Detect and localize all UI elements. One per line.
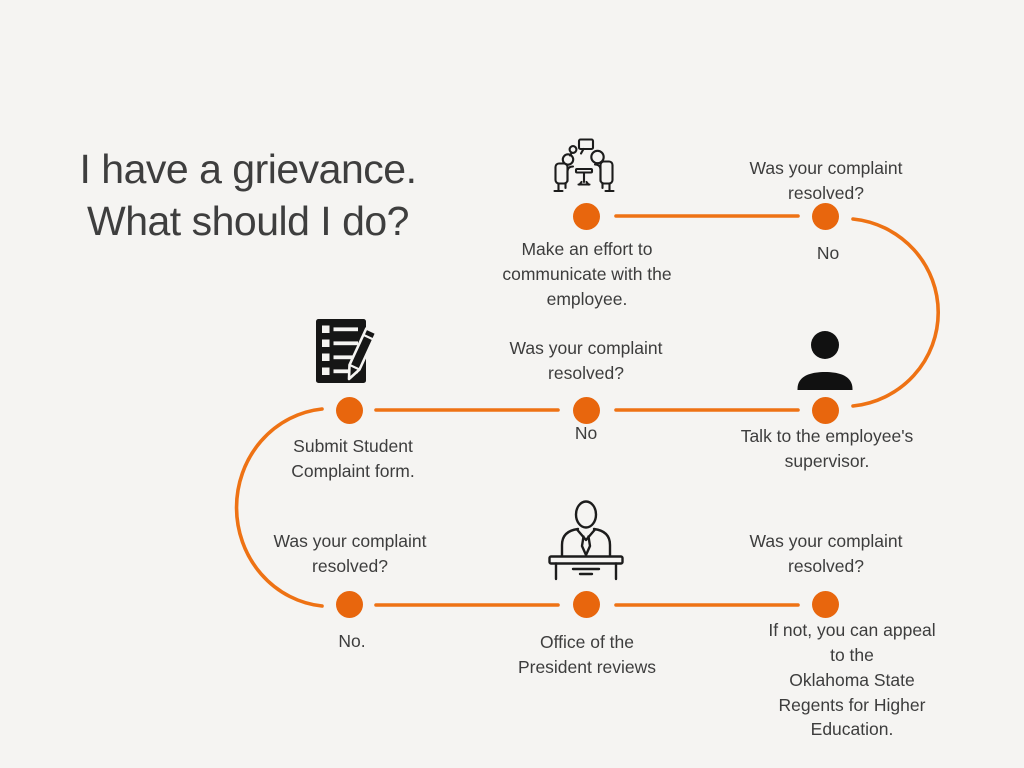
node-dot-president bbox=[573, 591, 600, 618]
question-2-text: Was your complaint resolved? bbox=[509, 338, 663, 383]
question-2-answer: No bbox=[574, 423, 598, 443]
step-label-president: Office of the President reviews bbox=[517, 632, 657, 677]
connector-right-arc bbox=[851, 217, 940, 408]
meeting-icon bbox=[553, 138, 615, 193]
question-4-answer: If not, you can appeal to the Oklahoma S… bbox=[768, 620, 936, 740]
question-1-answer: No bbox=[816, 243, 840, 263]
checklist-pencil-icon bbox=[316, 319, 378, 383]
node-dot-question-1 bbox=[812, 203, 839, 230]
page-title: I have a grievance. What should I do? bbox=[79, 146, 417, 245]
node-dot-question-3 bbox=[336, 591, 363, 618]
question-4-text: Was your complaint resolved? bbox=[749, 531, 903, 576]
question-3-text: Was your complaint resolved? bbox=[273, 531, 427, 576]
president-desk-icon bbox=[548, 500, 624, 581]
connector-left-arc bbox=[234, 407, 324, 608]
node-dot-question-4 bbox=[812, 591, 839, 618]
question-1-text: Was your complaint resolved? bbox=[749, 158, 903, 203]
person-icon bbox=[797, 331, 853, 390]
node-dot-submit-form bbox=[336, 397, 363, 424]
step-label-supervisor: Talk to the employee's supervisor. bbox=[740, 426, 914, 471]
question-3-answer: No. bbox=[338, 631, 366, 651]
step-label-submit-form: Submit Student Complaint form. bbox=[291, 436, 415, 481]
node-dot-communicate bbox=[573, 203, 600, 230]
node-dot-question-2 bbox=[573, 397, 600, 424]
node-dot-supervisor bbox=[812, 397, 839, 424]
step-label-communicate: Make an effort to communicate with the e… bbox=[502, 239, 672, 309]
